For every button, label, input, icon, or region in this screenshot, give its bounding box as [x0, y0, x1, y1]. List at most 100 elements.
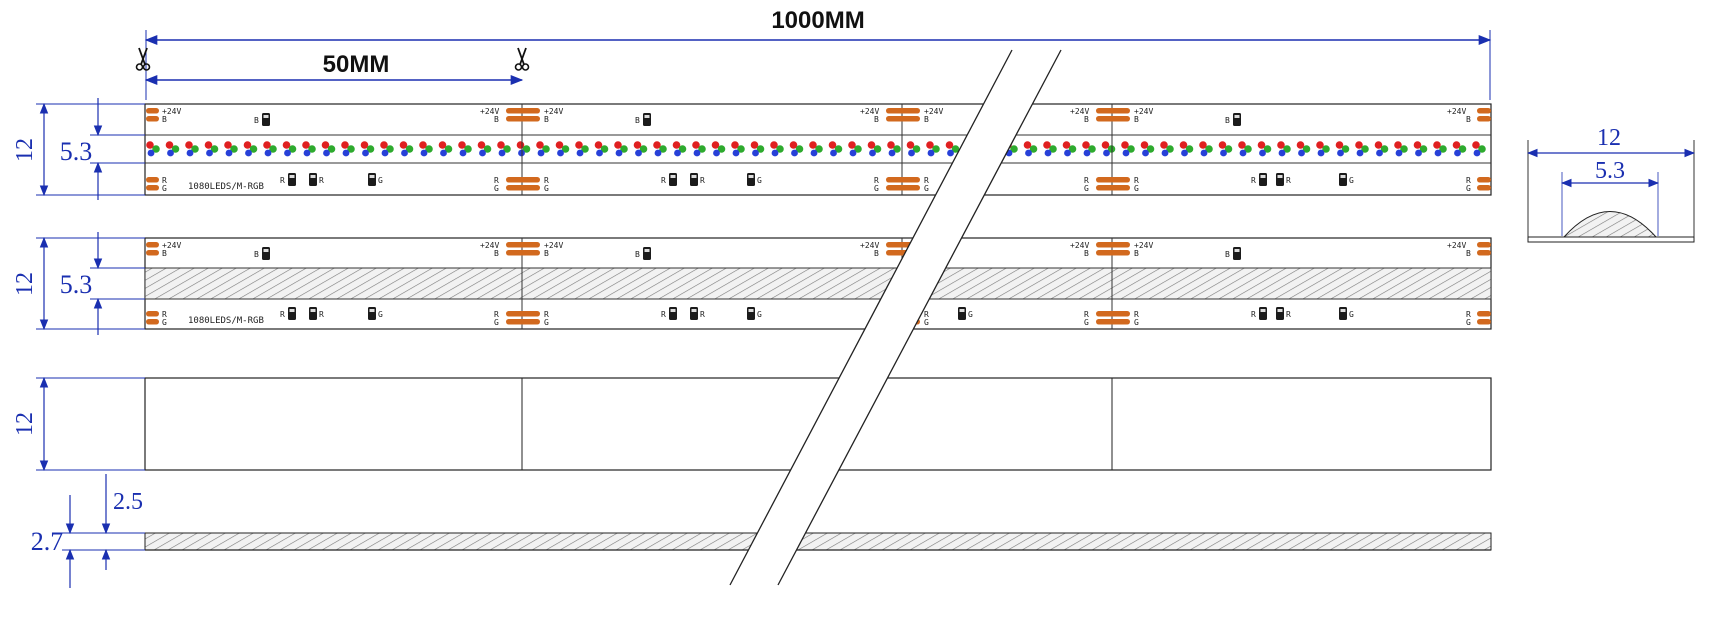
solder-pad [886, 185, 920, 191]
solder-pad [1477, 116, 1491, 122]
rgb-led [321, 141, 336, 157]
resistor [643, 113, 651, 126]
strip-width-label: 12 [12, 272, 38, 296]
rgb-led [438, 141, 453, 157]
resistor [288, 307, 296, 320]
pad-label: B [494, 249, 499, 258]
component-label: R [319, 310, 324, 319]
section-width-label: 12 [1597, 125, 1621, 151]
solder-pad [146, 311, 159, 317]
resistor [1233, 113, 1241, 126]
rgb-led [1238, 141, 1252, 157]
solder-pad [1096, 185, 1130, 191]
strip-width-label: 12 [12, 138, 38, 162]
pcb-circuit-row: +24VBRG+24VBRG+24VB+24VBRGRG+24VB+24VBRG… [146, 238, 1491, 329]
rgb-led [224, 141, 238, 157]
resistor [669, 173, 677, 186]
cut-length-dimension: 50MM [144, 51, 524, 86]
pad-label: G [494, 318, 499, 327]
pad-label: B [1466, 115, 1471, 124]
rgb-led [1335, 141, 1350, 157]
rgb-led [1394, 141, 1408, 157]
solder-pad [1477, 242, 1491, 248]
rgb-led [1452, 141, 1467, 157]
solder-pad [506, 250, 540, 256]
component-label: G [1349, 176, 1354, 185]
rgb-led [809, 141, 823, 157]
rgb-led [926, 141, 940, 157]
solder-pad [506, 116, 540, 122]
component-label: R [280, 176, 285, 185]
pad-label: +24V [162, 241, 181, 250]
rgb-led [789, 141, 804, 157]
component-label: R [319, 176, 324, 185]
pad-label: +24V [924, 107, 943, 116]
resistor [643, 247, 651, 260]
section-cob-label: 5.3 [1595, 158, 1625, 184]
pad-label: G [494, 184, 499, 193]
solder-pad [1096, 108, 1130, 114]
total-height-label: 2.7 [31, 527, 64, 556]
solder-pad [1477, 108, 1491, 114]
rgb-led [887, 141, 901, 157]
solder-pad [506, 311, 540, 317]
solder-pad [1096, 250, 1130, 256]
model-label: 1080LEDS/M-RGB [188, 316, 264, 326]
pad-label: G [1466, 184, 1471, 193]
pad-label: R [544, 310, 549, 319]
pad-label: B [544, 249, 549, 258]
cob-width-label: 5.3 [60, 270, 93, 299]
resistor [368, 307, 376, 320]
pad-label: B [924, 115, 929, 124]
resistor [1276, 307, 1284, 320]
rgb-led [1277, 141, 1291, 157]
overall-length-label: 1000MM [771, 7, 864, 34]
rgb-led [770, 141, 784, 157]
pad-label: G [544, 318, 549, 327]
component-label: G [968, 310, 973, 319]
rgb-led [614, 141, 628, 157]
rgb-led [633, 141, 648, 157]
rgb-led [146, 141, 160, 157]
solder-pad [146, 185, 159, 191]
solder-pad [146, 242, 159, 248]
rgb-led [1199, 141, 1213, 157]
pad-label: +24V [1134, 241, 1153, 250]
rgb-led [1413, 141, 1428, 157]
pad-label: B [1134, 115, 1139, 124]
rgb-led [575, 141, 589, 157]
pad-label: B [1466, 249, 1471, 258]
solder-pad [146, 177, 159, 183]
profile-height-dimension: 2.7 2.5 [31, 474, 145, 588]
pcb-circuit-row: +24VBRG+24VBRG+24VB+24VBRGRG+24VB+24VBRG… [146, 104, 1491, 195]
resistor [1259, 307, 1267, 320]
resistor [958, 307, 966, 320]
cross-section-view: 12 5.3 [1526, 125, 1696, 243]
resistor [1259, 173, 1267, 186]
pad-label: B [874, 115, 879, 124]
pad-label: G [162, 318, 167, 327]
scissors-icon [135, 47, 151, 71]
cut-length-label: 50MM [323, 51, 390, 78]
component-label: B [1225, 116, 1230, 125]
pad-label: B [874, 249, 879, 258]
component-label: B [254, 250, 259, 259]
rgb-led [1257, 141, 1272, 157]
solder-pad [886, 116, 920, 122]
pad-label: B [494, 115, 499, 124]
component-label: R [1251, 310, 1256, 319]
rgb-led [555, 141, 570, 157]
resistor [1276, 173, 1284, 186]
pad-label: +24V [480, 241, 499, 250]
silicone-height-label: 2.5 [113, 489, 143, 515]
pad-label: +24V [1447, 107, 1466, 116]
pad-label: +24V [1134, 107, 1153, 116]
solder-pad [146, 319, 159, 325]
solder-pad [1096, 311, 1130, 317]
rgb-led [1316, 141, 1330, 157]
pad-label: G [924, 184, 929, 193]
resistor [368, 173, 376, 186]
solder-pad [506, 108, 540, 114]
rgb-led [360, 141, 375, 157]
